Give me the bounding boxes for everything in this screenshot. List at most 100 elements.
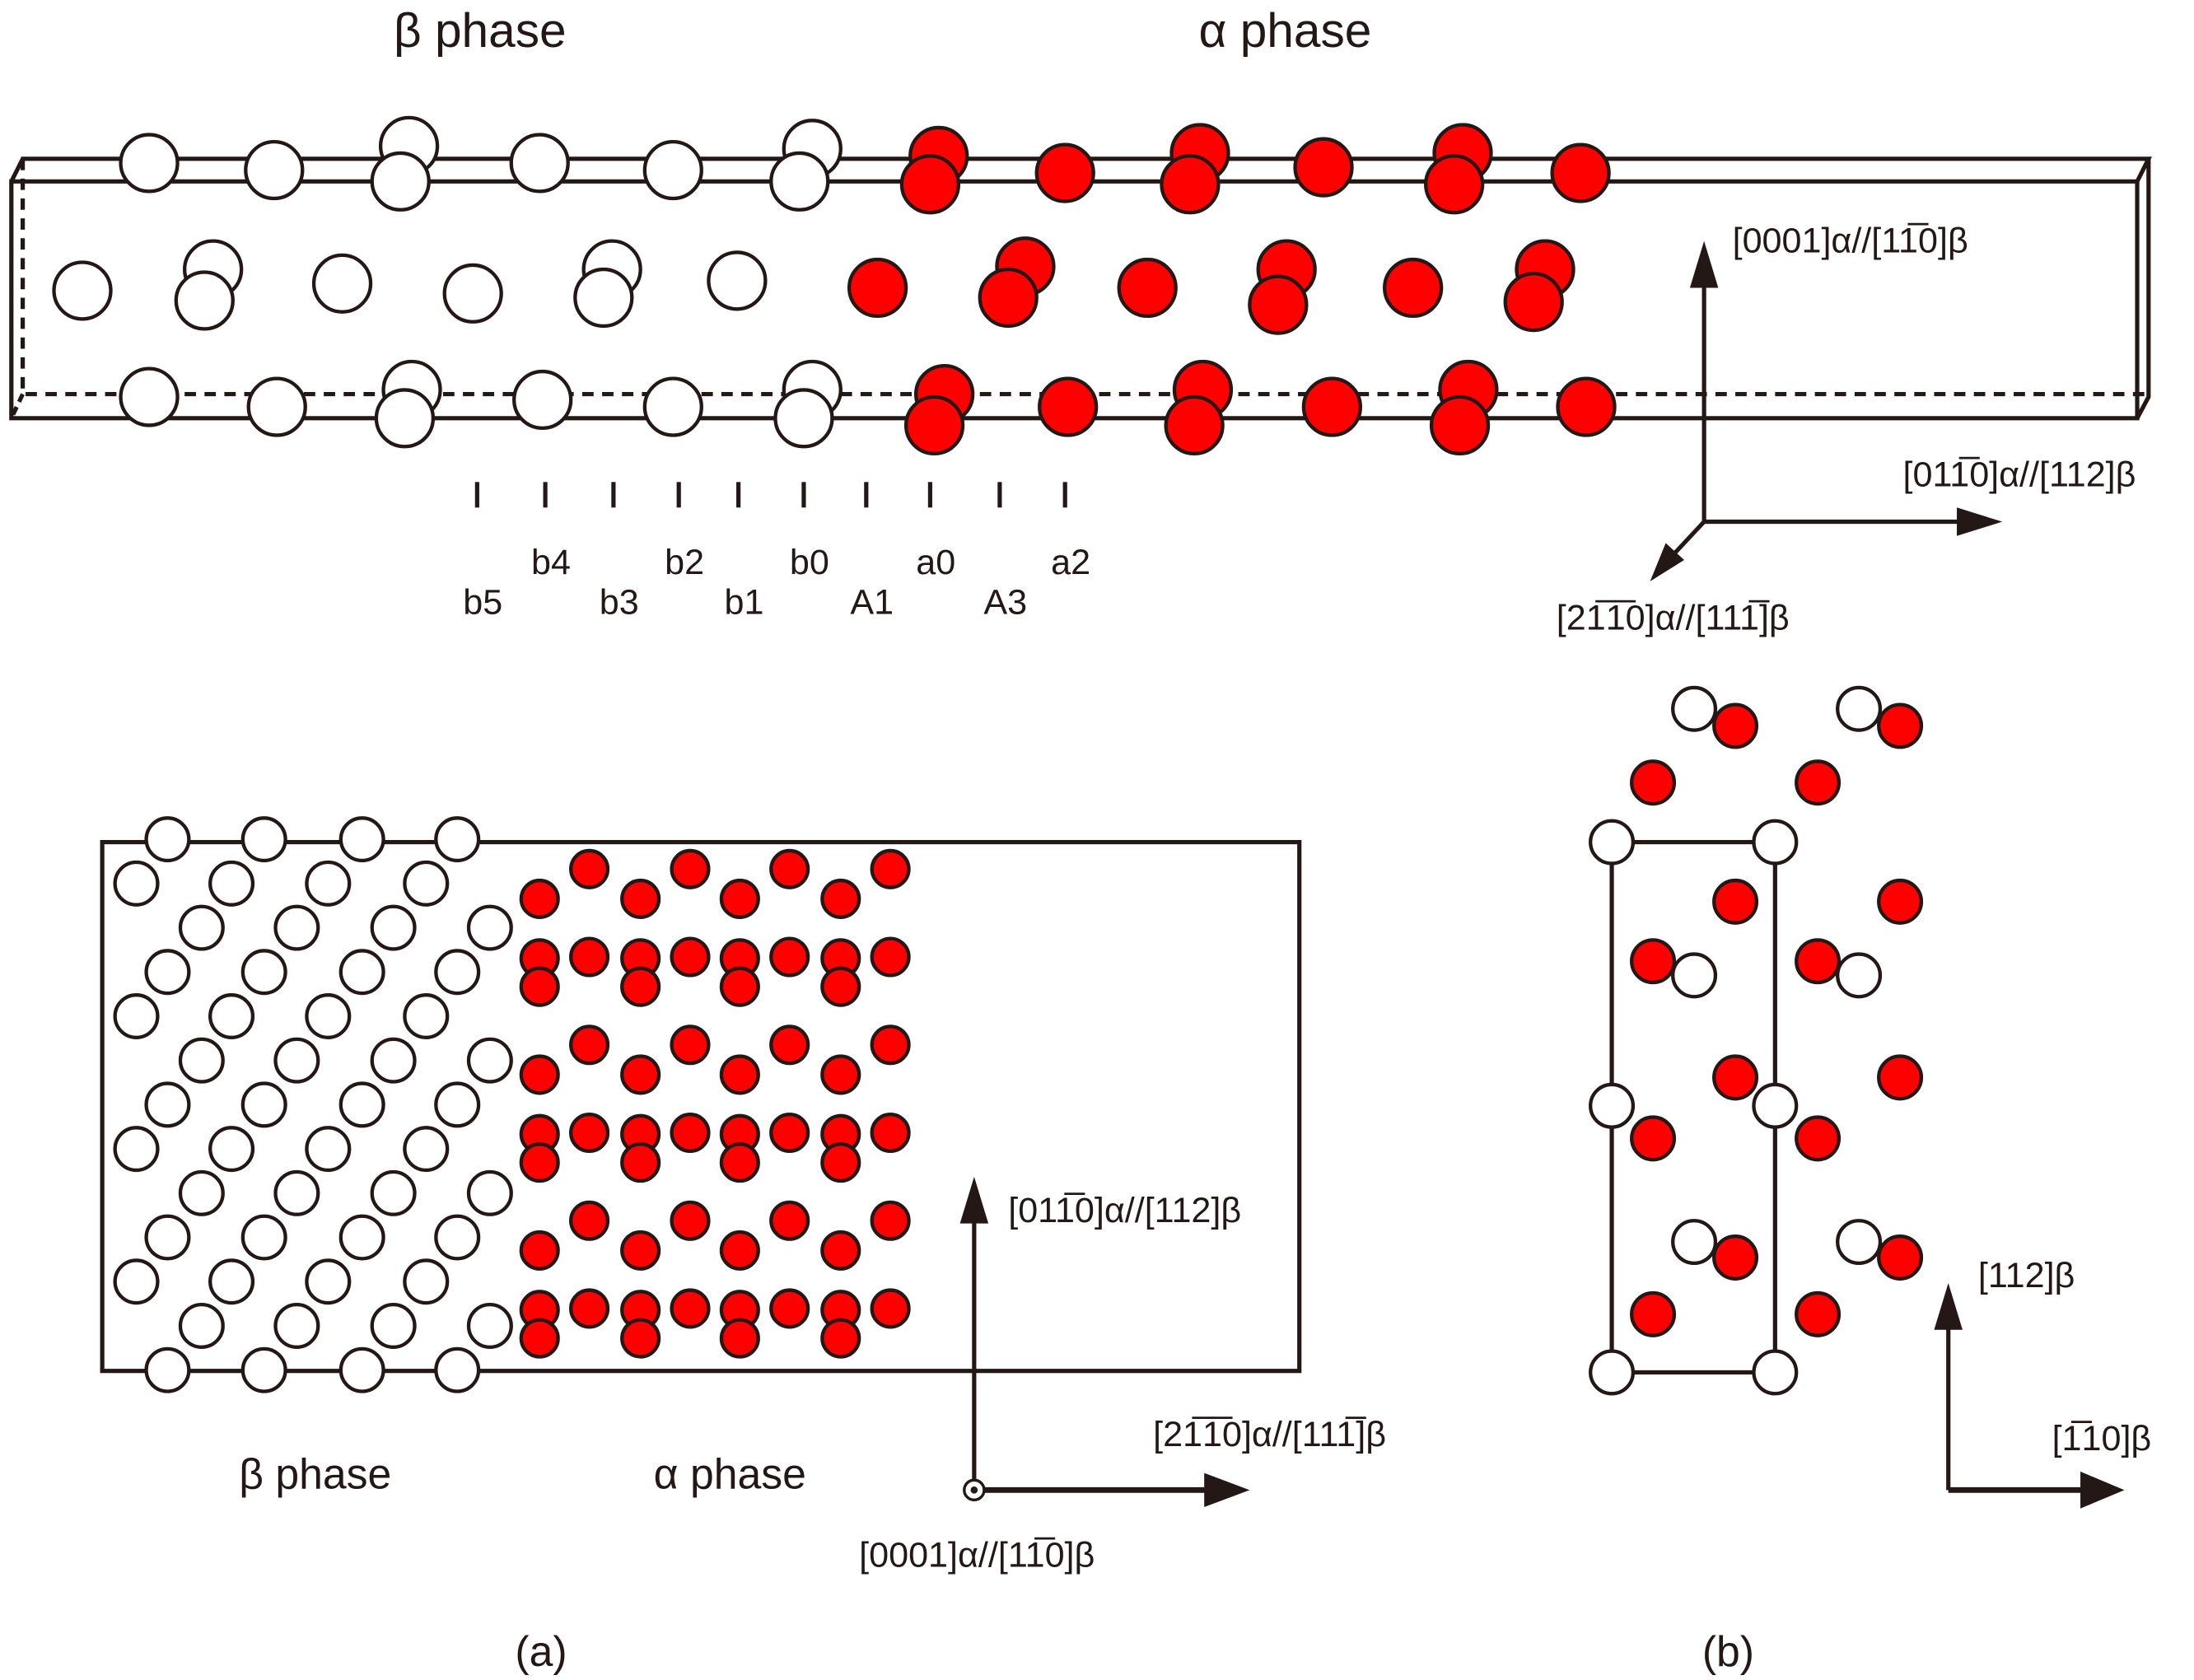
- position-label: b0: [790, 543, 829, 582]
- alpha-atom: [1034, 142, 1095, 203]
- alpha-atom: [847, 257, 908, 319]
- panel-a-caption: (a): [515, 1627, 567, 1675]
- beta-atom: [1836, 1219, 1883, 1266]
- alpha-atom: [569, 936, 610, 978]
- beta-atom: [144, 1346, 191, 1393]
- beta-atom: [240, 816, 287, 863]
- alpha-atom: [1712, 1234, 1759, 1281]
- panel-a-atoms: [113, 816, 911, 1393]
- panel-b-axes: [112]β [1̅10]β: [1934, 1256, 2151, 1509]
- alpha-atom: [519, 1318, 560, 1359]
- alpha-atom: [670, 1112, 711, 1154]
- beta-atom: [1671, 685, 1718, 732]
- beta-atom: [113, 1258, 160, 1305]
- alpha-atom: [620, 1230, 661, 1271]
- alpha-atom: [1712, 702, 1759, 749]
- position-label: A3: [983, 582, 1027, 622]
- alpha-atom: [519, 1142, 560, 1183]
- beta-atom: [769, 151, 830, 212]
- panel-a: β phase α phase [011̅0]α//[112]β [21̅1̅0…: [100, 816, 1386, 1675]
- beta-atom: [773, 388, 834, 449]
- position-label: b1: [725, 582, 764, 622]
- alpha-atom: [1556, 376, 1617, 437]
- alpha-atom: [1160, 154, 1221, 215]
- position-label: b2: [665, 543, 704, 582]
- beta-atom: [240, 1214, 287, 1261]
- alpha-atom: [670, 848, 711, 889]
- panel-b-caption: (b): [1702, 1627, 1754, 1675]
- alpha-atom: [899, 154, 961, 215]
- beta-atom: [113, 993, 160, 1039]
- beta-atom: [240, 1081, 287, 1128]
- alpha-atom: [519, 878, 560, 919]
- alpha-atom: [1877, 1054, 1924, 1101]
- horizontal-axis-label: [1̅10]β: [2052, 1419, 2152, 1458]
- alpha-atom: [1117, 257, 1178, 319]
- alpha-atom: [620, 966, 661, 1007]
- beta-atom: [642, 376, 703, 437]
- alpha-atom: [1293, 137, 1354, 198]
- beta-atom: [466, 1037, 513, 1084]
- alpha-atom: [620, 1142, 661, 1183]
- beta-atom: [338, 1346, 385, 1393]
- alpha-atom: [769, 1200, 810, 1241]
- alpha-atom: [569, 1200, 610, 1241]
- alpha-atom: [620, 1318, 661, 1359]
- beta-atom: [178, 1302, 225, 1349]
- out-of-plane-dot-icon: [970, 1486, 978, 1494]
- alpha-atom: [1795, 759, 1842, 806]
- beta-atom: [1589, 819, 1636, 866]
- alpha-atom: [903, 394, 965, 456]
- beta-atom: [466, 904, 513, 951]
- beta-atom: [370, 1037, 417, 1084]
- alpha-atom: [820, 1142, 861, 1183]
- beta-atom: [1589, 1349, 1636, 1396]
- beta-phase-title: β phase: [394, 4, 567, 58]
- beta-atom: [305, 1126, 352, 1173]
- alpha-atom: [1424, 154, 1485, 215]
- position-label: b4: [531, 543, 571, 582]
- vertical-axis-label: [112]β: [1978, 1256, 2075, 1295]
- alpha-atom: [820, 1054, 861, 1095]
- position-label: a0: [916, 543, 955, 582]
- top-axes: [0001]α//[11̅0]β [011̅0]α//[112]β [21̅1̅…: [1557, 221, 2136, 637]
- panel-b-unit-cell: [1609, 840, 1777, 1375]
- panel-a-alpha-label: α phase: [654, 1450, 806, 1498]
- beta-atom: [178, 1037, 225, 1084]
- alpha-atom: [978, 267, 1039, 329]
- alpha-atom: [1630, 938, 1677, 985]
- alpha-atom: [1164, 394, 1225, 456]
- beta-atom: [144, 1081, 191, 1128]
- beta-atom: [1836, 685, 1883, 732]
- alpha-atom: [870, 1200, 911, 1241]
- beta-atom: [370, 151, 431, 212]
- beta-atom: [305, 1258, 352, 1305]
- beta-atom: [370, 1169, 417, 1216]
- arrow-right-icon: [2080, 1471, 2125, 1509]
- beta-atom: [273, 904, 320, 951]
- beta-atom: [208, 993, 255, 1039]
- alpha-atom: [769, 1112, 810, 1154]
- arrow-right-icon: [1204, 1472, 1250, 1507]
- alpha-atom: [870, 848, 911, 889]
- alpha-atom: [1503, 272, 1564, 333]
- beta-atom: [370, 1302, 417, 1349]
- alpha-atom: [569, 1112, 610, 1154]
- alpha-atom: [569, 848, 610, 889]
- panel-b-atoms: [1589, 685, 1924, 1396]
- beta-atom: [707, 250, 768, 311]
- position-label: a2: [1051, 543, 1090, 582]
- beta-atom: [434, 949, 481, 996]
- alpha-atom: [670, 1200, 711, 1241]
- diagonal-axis-label: [21̅1̅0]α//[111̅]β: [1557, 598, 1790, 637]
- beta-atom: [208, 860, 255, 907]
- arrow-up-icon: [1934, 1282, 1963, 1330]
- panel-a-axes: [011̅0]α//[112]β [21̅1̅0]α//[111̅]β [000…: [859, 1176, 1386, 1575]
- alpha-atom: [1383, 257, 1444, 319]
- beta-atom: [434, 1214, 481, 1261]
- beta-atom: [240, 949, 287, 996]
- alpha-atom: [769, 1288, 810, 1329]
- alpha-atom: [769, 848, 810, 889]
- beta-atom: [208, 1126, 255, 1173]
